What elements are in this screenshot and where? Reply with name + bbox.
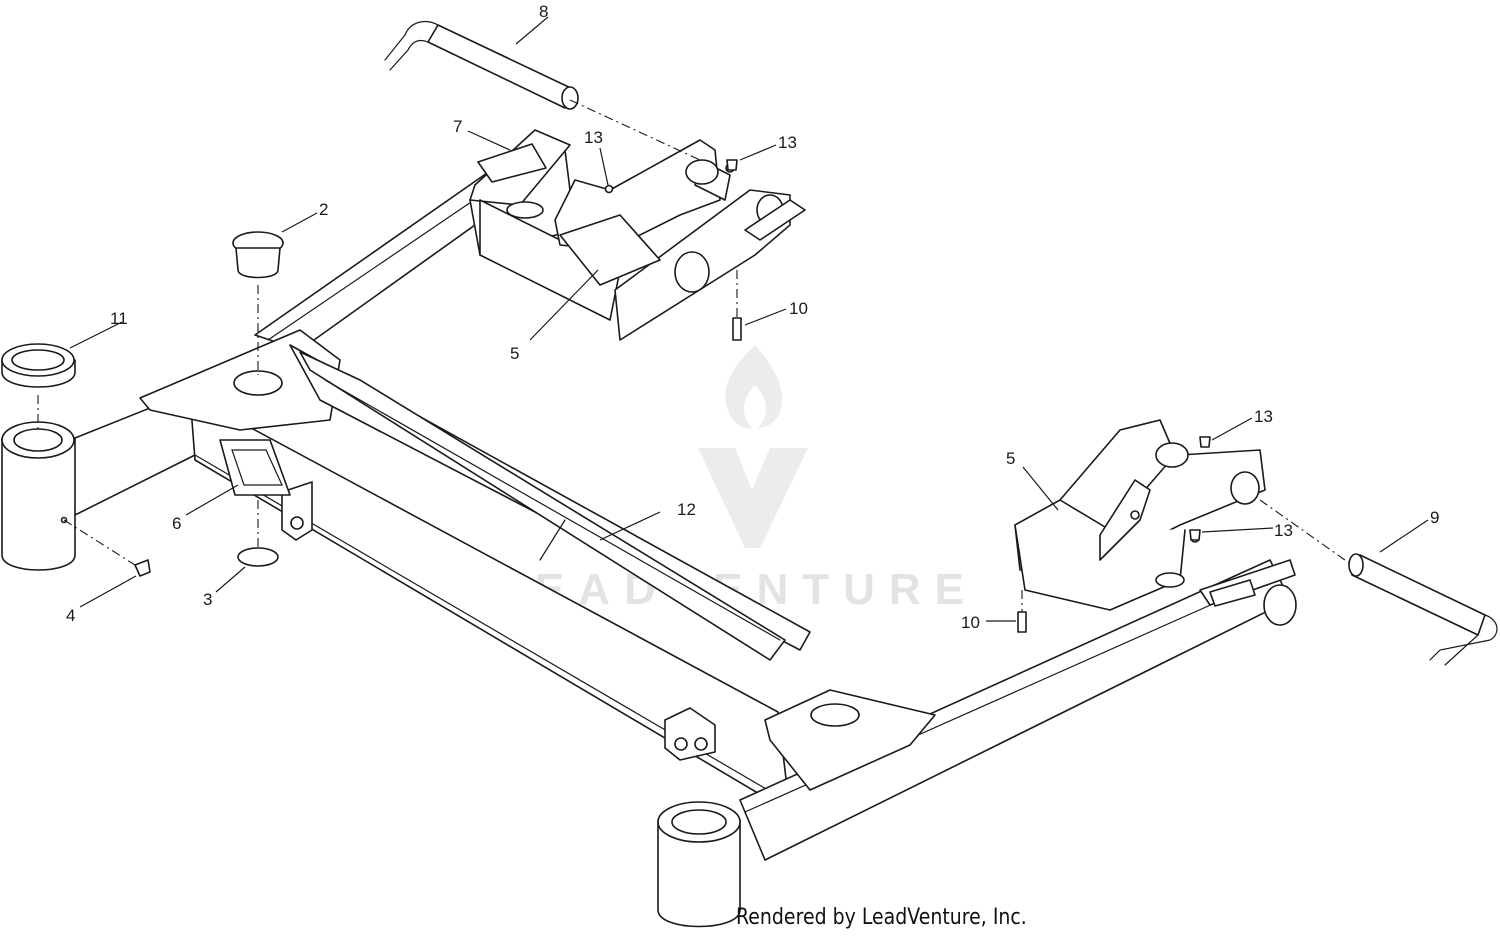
- callout-11: 11: [110, 309, 128, 328]
- callout-6: 6: [172, 514, 181, 533]
- callout-12: 12: [677, 500, 696, 519]
- callout-9: 9: [1430, 508, 1439, 527]
- frame-weldment: [69, 149, 1297, 861]
- callout-4: 4: [66, 606, 75, 625]
- right-handle-pin: [1348, 553, 1498, 666]
- right-pivot-bracket: [1014, 419, 1296, 611]
- callout-2: 2: [319, 200, 328, 219]
- callout-10-right: 10: [961, 613, 980, 632]
- callout-labels: 8 7 13 13 2 11 5 10 6 12 3 4 5 13 13 9 1…: [66, 2, 1439, 632]
- watermark-flame-icon: [725, 345, 782, 429]
- callout-5-left: 5: [510, 344, 519, 363]
- callout-5-right: 5: [1006, 449, 1015, 468]
- hardware: [134, 159, 1211, 633]
- callout-13-top-left: 13: [584, 128, 603, 147]
- callout-13-right-top: 13: [1254, 407, 1273, 426]
- bearing-cup: [1, 343, 76, 388]
- left-handle-pin: [384, 21, 579, 110]
- callout-13-right-bottom: 13: [1274, 521, 1293, 540]
- callout-8: 8: [539, 2, 548, 21]
- left-caster-housing: [1, 421, 76, 571]
- callout-leaders: [69, 16, 1429, 622]
- callout-13-top-right: 13: [778, 133, 797, 152]
- watermark-v-icon: [698, 448, 808, 548]
- right-caster-housing: [657, 801, 741, 928]
- callout-10-left: 10: [789, 299, 808, 318]
- callout-7: 7: [453, 117, 462, 136]
- left-pivot-bracket: [469, 129, 806, 341]
- render-credit: Rendered by LeadVenture, Inc.: [736, 905, 1027, 930]
- callout-3: 3: [203, 590, 212, 609]
- assembly-center-lines: [37, 99, 1353, 612]
- watermark: LEADVENTURE: [494, 345, 964, 614]
